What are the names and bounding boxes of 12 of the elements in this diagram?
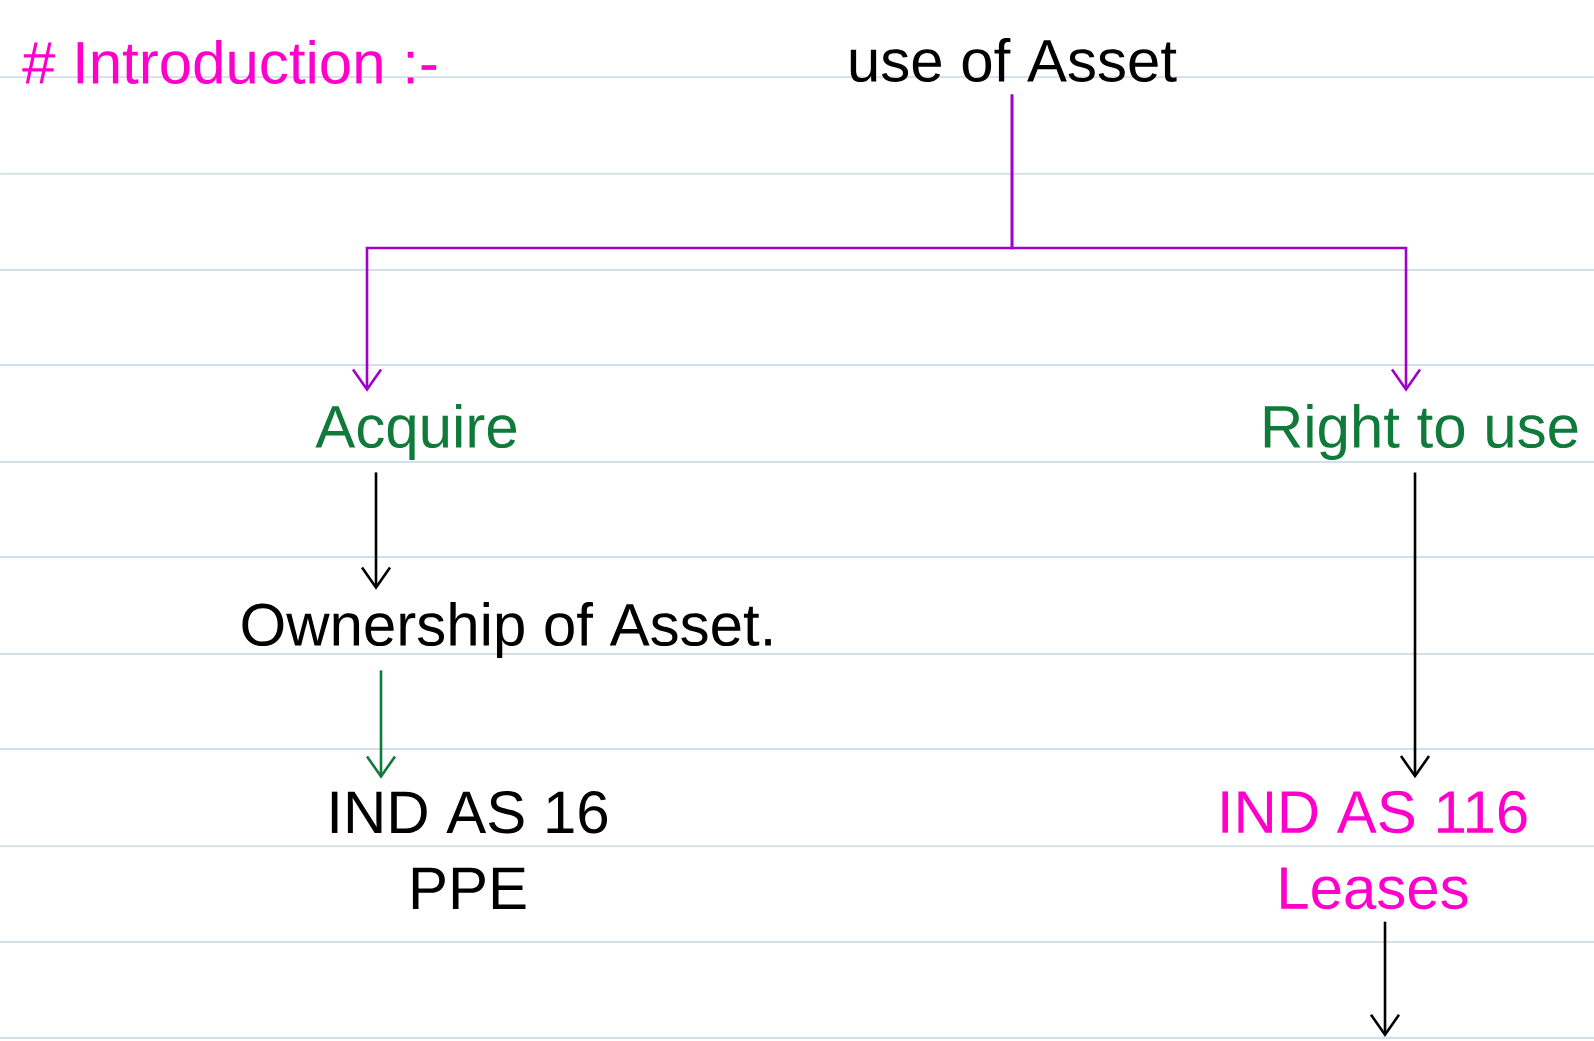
handwritten-label: use of Asset — [850, 38, 1177, 82]
handwritten-label: Acquire — [315, 404, 517, 460]
arrow — [1369, 921, 1401, 1037]
handwritten-label: IND AS 116 Leases — [1222, 790, 1527, 910]
handwritten-label: Right to use — [1264, 404, 1578, 460]
arrow — [360, 472, 392, 590]
arrow — [365, 670, 397, 779]
handwritten-label: Ownership of Asset. — [242, 602, 771, 658]
handwritten-label: IND AS 16 PPE — [331, 791, 608, 909]
arrow — [1399, 472, 1431, 779]
arrow — [1010, 94, 1422, 392]
heading: # Introduction :- — [22, 40, 437, 85]
